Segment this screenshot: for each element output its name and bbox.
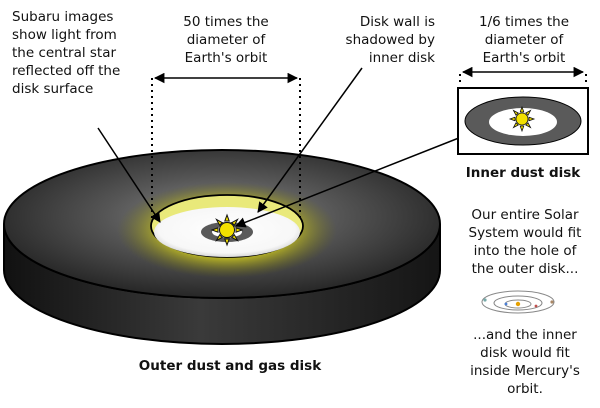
subaru-note-line: reflected off the — [12, 63, 121, 79]
inner-scale-line: 1/6 times the — [479, 14, 569, 30]
solar-system-note-line: System would fit — [468, 225, 582, 241]
outer-scale-line: 50 times the — [183, 14, 269, 30]
outer-disk — [3, 149, 441, 345]
inner-scale-label: 1/6 times the diameter of Earth's orbit — [460, 13, 588, 67]
wall-note-line: shadowed by — [345, 32, 435, 48]
mercury-note: ...and the inner disk would fit inside M… — [460, 326, 590, 398]
wall-arrow — [257, 67, 363, 213]
solar-system-note-line: into the hole of — [473, 243, 577, 259]
wall-note-line: inner disk — [368, 50, 435, 66]
star-icon — [210, 213, 244, 247]
mercury-note-line: orbit. — [507, 381, 543, 397]
inner-disk-inset — [457, 66, 589, 155]
subaru-note-line: disk surface — [12, 81, 94, 97]
outer-disk-title: Outer dust and gas disk — [138, 358, 322, 374]
inner-scale-line: diameter of — [484, 32, 564, 48]
outer-scale-marker — [151, 72, 301, 222]
inner-disk-arrow — [235, 131, 475, 228]
inner-disk-title: Inner dust disk — [465, 165, 581, 181]
outer-scale-line: Earth's orbit — [184, 50, 268, 66]
solar-system-note: Our entire Solar System would fit into t… — [460, 206, 590, 278]
subaru-note-line: the central star — [12, 45, 117, 61]
wall-note: Disk wall is shadowed by inner disk — [320, 13, 435, 67]
outer-scale-line: diameter of — [186, 32, 266, 48]
subaru-note-line: Subaru images — [12, 9, 114, 25]
inset-star-icon — [508, 105, 536, 133]
mercury-note-line: inside Mercury's — [470, 363, 580, 379]
subaru-note: Subaru images show light from the centra… — [12, 8, 132, 98]
subaru-note-line: show light from — [12, 27, 117, 43]
solar-system-note-line: Our entire Solar — [471, 207, 579, 223]
wall-note-line: Disk wall is — [359, 14, 435, 30]
mercury-note-line: ...and the inner — [473, 327, 577, 343]
mercury-note-line: disk would fit — [480, 345, 570, 361]
solar-system-note-line: the outer disk... — [471, 261, 579, 277]
subaru-arrow — [97, 127, 161, 223]
inner-scale-line: Earth's orbit — [482, 50, 566, 66]
solar-system-icon — [481, 290, 555, 314]
outer-scale-label: 50 times the diameter of Earth's orbit — [166, 13, 286, 67]
